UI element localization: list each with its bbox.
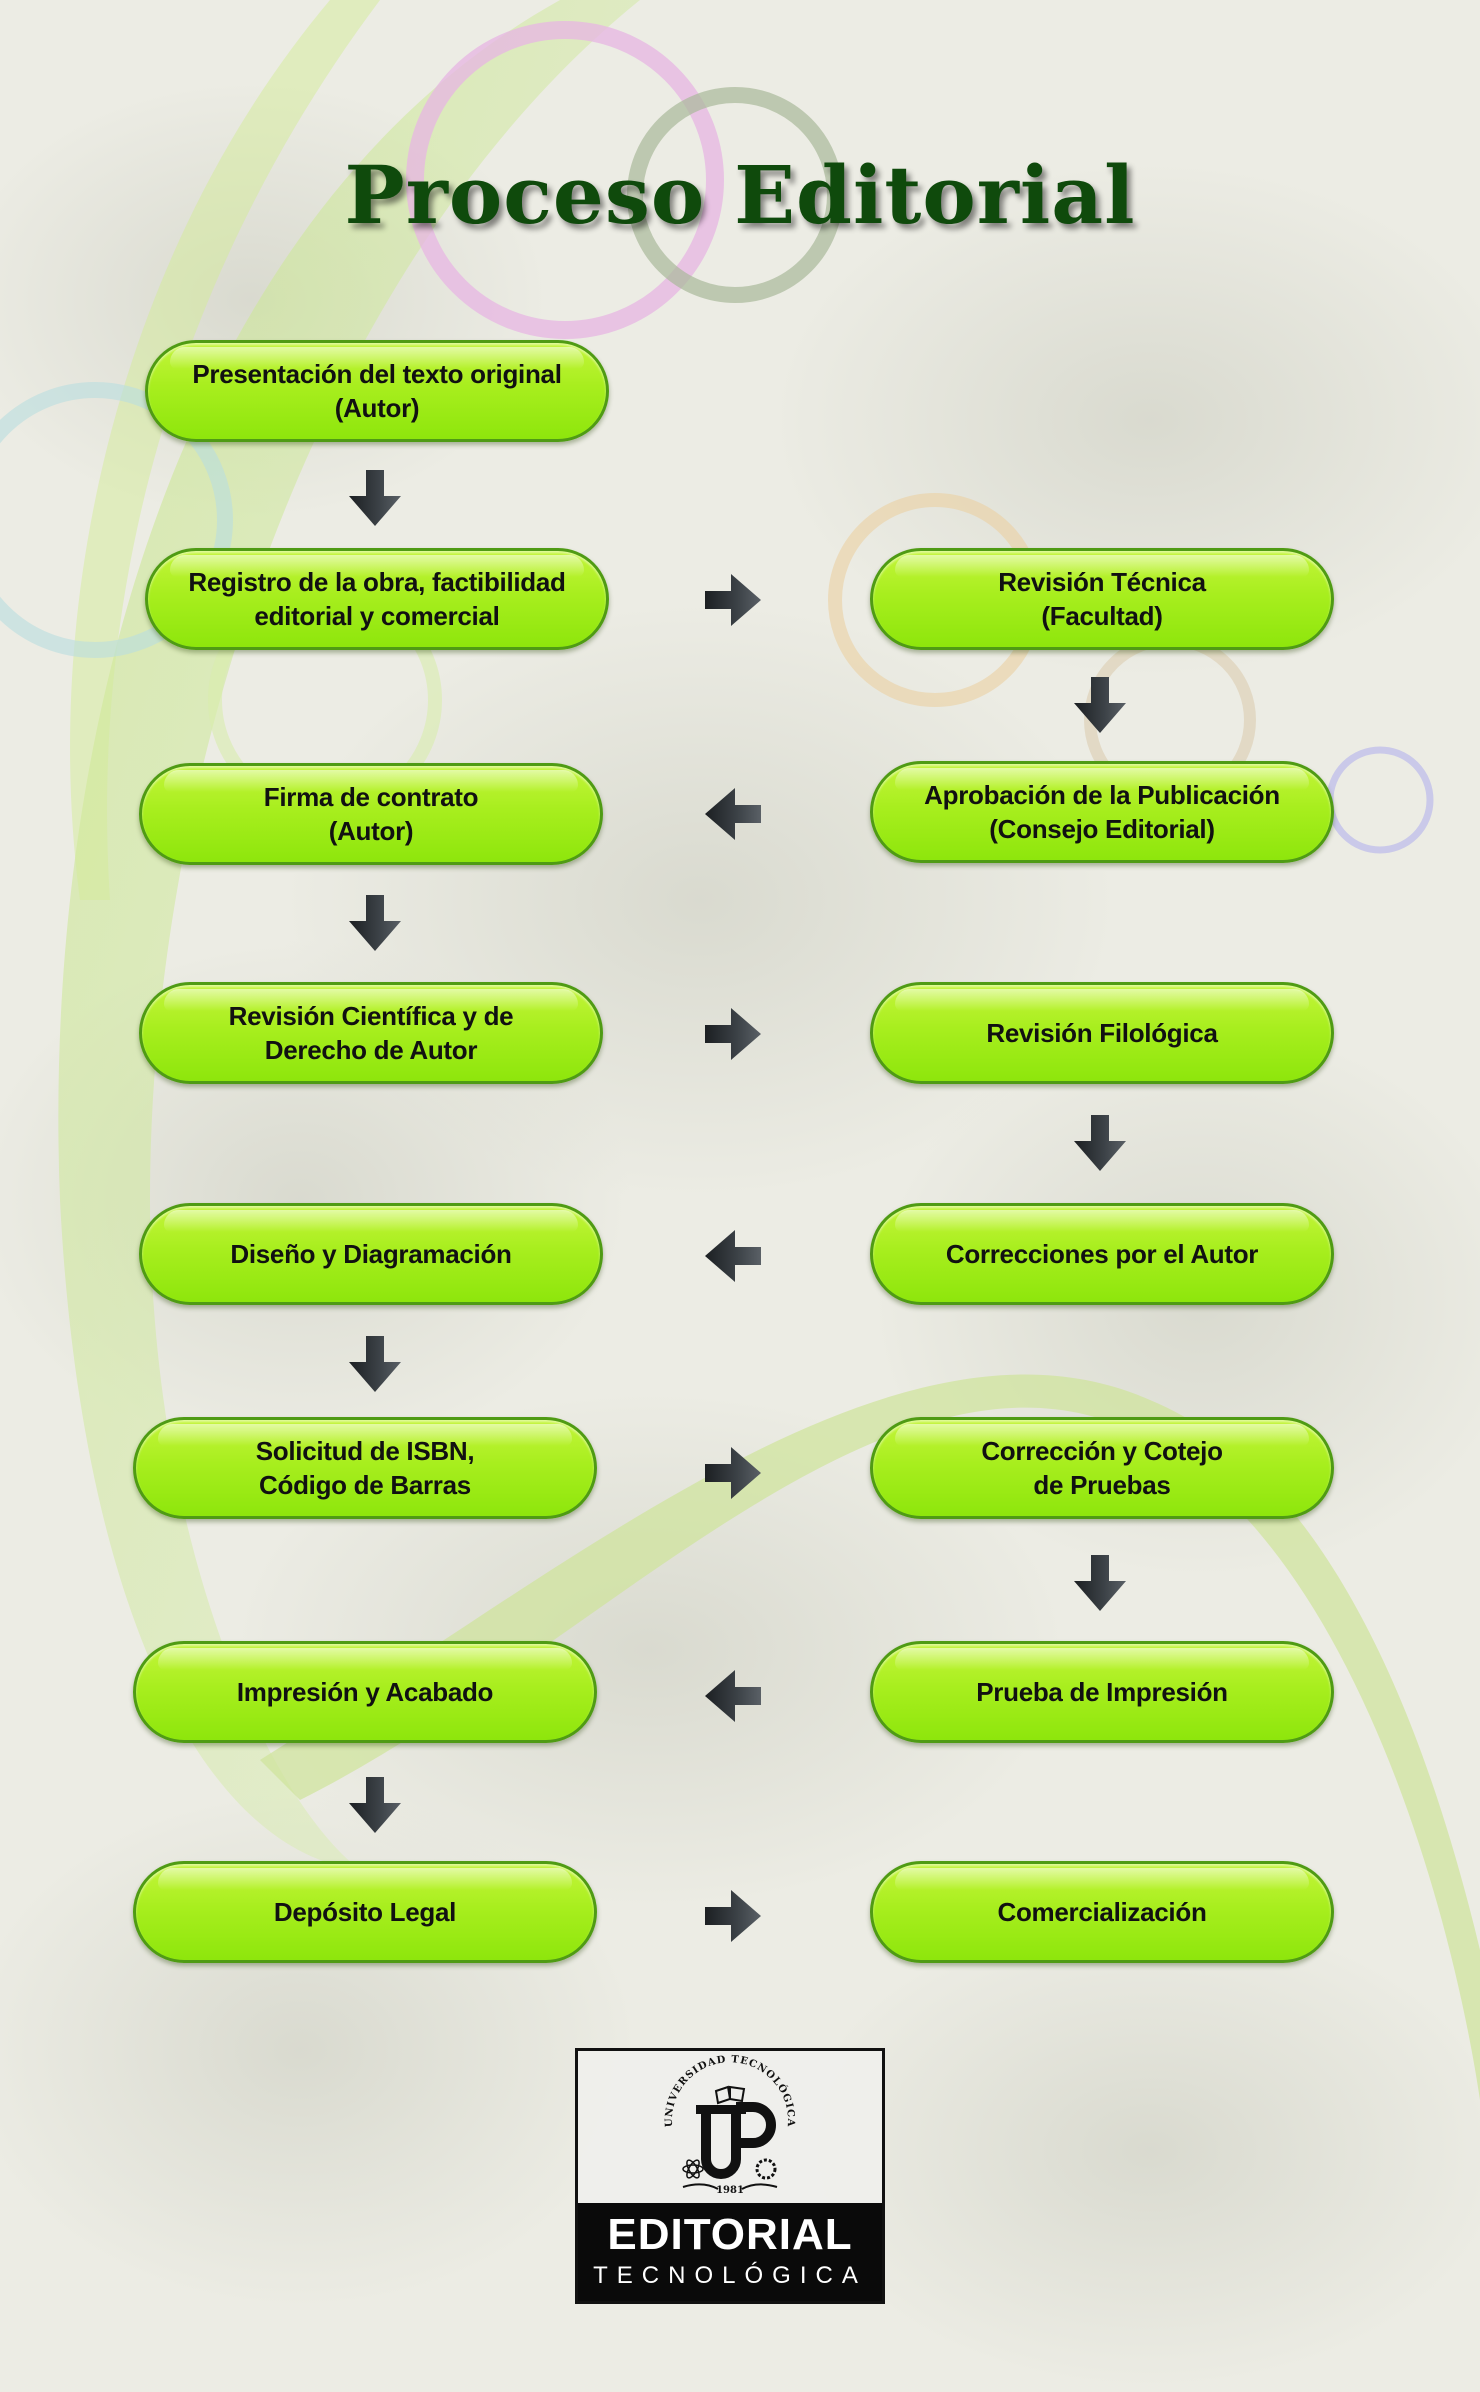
arrow-right-icon xyxy=(705,574,761,626)
step-comercializacion[interactable]: Comercialización xyxy=(870,1861,1334,1963)
step-registro[interactable]: Registro de la obra, factibilidad editor… xyxy=(145,548,609,650)
arrow-down-icon xyxy=(1074,1115,1126,1171)
step-label: Comercialización xyxy=(997,1897,1207,1927)
step-label: Revisión Técnica (Facultad) xyxy=(998,567,1206,631)
arrow-left-icon xyxy=(705,1230,761,1282)
step-label: Aprobación de la Publicación (Consejo Ed… xyxy=(924,780,1280,844)
arrow-down-icon xyxy=(1074,677,1126,733)
step-label: Impresión y Acabado xyxy=(236,1677,494,1707)
svg-text:UNIVERSIDAD TECNOLÓGICA DE PAN: UNIVERSIDAD TECNOLÓGICA DE PANAMÁ xyxy=(578,2051,796,2133)
logo-main-text: EDITORIAL xyxy=(607,2210,853,2259)
step-prueba-impresion[interactable]: Prueba de Impresión xyxy=(870,1641,1334,1743)
step-isbn[interactable]: Solicitud de ISBN, Código de Barras xyxy=(133,1417,597,1519)
editorial-tecnologica-logo: UNIVERSIDAD TECNOLÓGICA DE PANAMÁ 1981 E… xyxy=(572,2042,885,2304)
step-diseno[interactable]: Diseño y Diagramación xyxy=(139,1203,603,1305)
arrow-right-icon xyxy=(705,1008,761,1060)
arrow-down-icon xyxy=(1074,1555,1126,1611)
svg-text:1981: 1981 xyxy=(716,2185,744,2196)
logo-banner: EDITORIAL TECNOLÓGICA xyxy=(578,2203,882,2301)
step-label: Firma de contrato (Autor) xyxy=(263,782,479,846)
logo-sub-text: TECNOLÓGICA xyxy=(593,2262,867,2289)
step-label: Registro de la obra, factibilidad editor… xyxy=(188,567,566,631)
arrow-right-icon xyxy=(705,1890,761,1942)
step-correcciones-autor[interactable]: Correcciones por el Autor xyxy=(870,1203,1334,1305)
step-revision-cientifica[interactable]: Revisión Científica y de Derecho de Auto… xyxy=(139,982,603,1084)
step-firma-contrato[interactable]: Firma de contrato (Autor) xyxy=(139,763,603,865)
step-aprobacion[interactable]: Aprobación de la Publicación (Consejo Ed… xyxy=(870,761,1334,863)
step-label: Presentación del texto original (Autor) xyxy=(192,359,562,423)
step-label: Revisión Filológica xyxy=(986,1018,1218,1048)
step-label: Depósito Legal xyxy=(273,1897,457,1927)
step-deposito-legal[interactable]: Depósito Legal xyxy=(133,1861,597,1963)
step-label: Diseño y Diagramación xyxy=(230,1239,512,1269)
step-presentacion[interactable]: Presentación del texto original (Autor) xyxy=(145,340,609,442)
step-impresion-acabado[interactable]: Impresión y Acabado xyxy=(133,1641,597,1743)
arrow-left-icon xyxy=(705,1670,761,1722)
arrow-left-icon xyxy=(705,788,761,840)
step-label: Solicitud de ISBN, Código de Barras xyxy=(255,1436,475,1500)
step-revision-filologica[interactable]: Revisión Filológica xyxy=(870,982,1334,1084)
step-label: Correcciones por el Autor xyxy=(945,1239,1259,1269)
arrow-down-icon xyxy=(349,1777,401,1833)
step-label: Corrección y Cotejo de Pruebas xyxy=(981,1436,1223,1500)
page-title: Proceso Editorial xyxy=(344,148,1136,242)
step-cotejo[interactable]: Corrección y Cotejo de Pruebas xyxy=(870,1417,1334,1519)
step-label: Prueba de Impresión xyxy=(976,1677,1228,1707)
arrow-down-icon xyxy=(349,470,401,526)
step-label: Revisión Científica y de Derecho de Auto… xyxy=(228,1001,514,1065)
arrow-right-icon xyxy=(705,1447,761,1499)
utp-seal-icon: UNIVERSIDAD TECNOLÓGICA DE PANAMÁ 1981 xyxy=(572,2042,796,2196)
arrow-down-icon xyxy=(349,1336,401,1392)
step-revision-tecnica[interactable]: Revisión Técnica (Facultad) xyxy=(870,548,1334,650)
utp-seal: UNIVERSIDAD TECNOLÓGICA DE PANAMÁ 1981 xyxy=(572,2042,882,2203)
arrow-down-icon xyxy=(349,895,401,951)
